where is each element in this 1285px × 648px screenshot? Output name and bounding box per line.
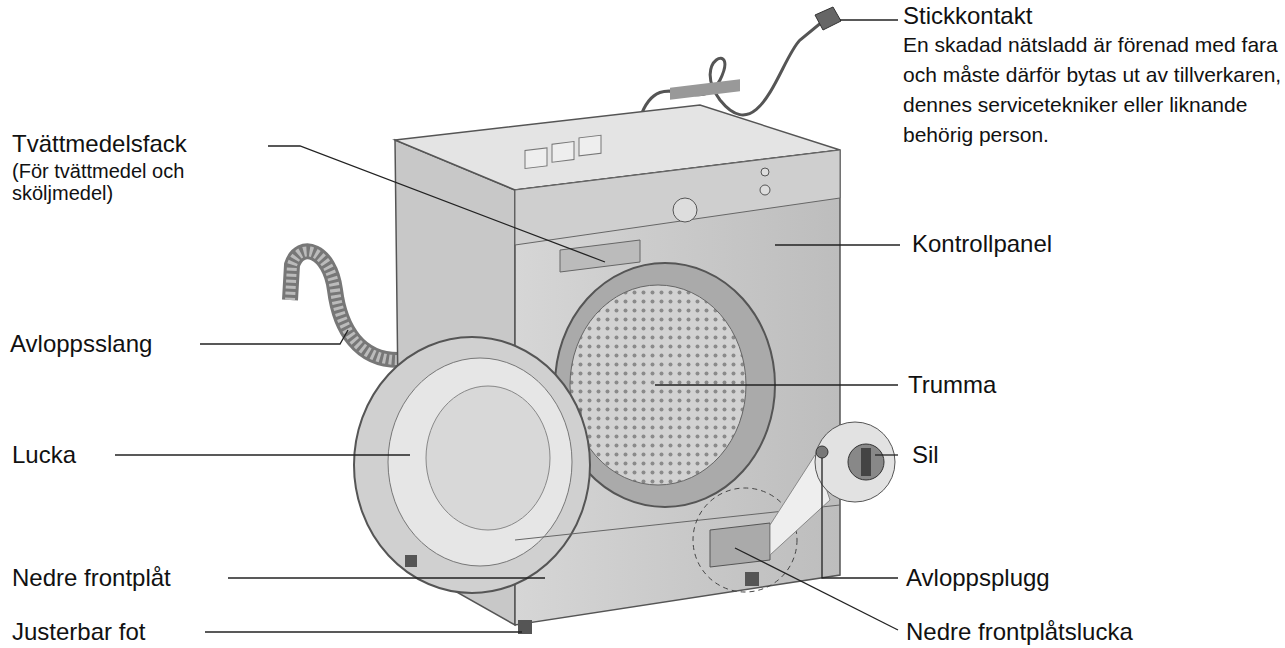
part-note: (För tvättmedel och sköljmedel)	[12, 160, 267, 204]
part-label: Trumma	[908, 371, 996, 399]
part-label: Avloppsplugg	[906, 564, 1050, 592]
part-label: Avloppsslang	[10, 330, 152, 358]
part-label: Nedre frontplåt	[12, 564, 171, 592]
part-label: Lucka	[12, 441, 76, 469]
warning-note: En skadad nätsladd är förenad med fara o…	[903, 30, 1285, 150]
part-label: Tvättmedelsfack	[12, 130, 187, 158]
part-label: Kontrollpanel	[912, 230, 1052, 258]
part-label: Sil	[912, 441, 939, 469]
part-label: Stickkontakt	[903, 2, 1032, 30]
part-label: Nedre frontplåtslucka	[906, 618, 1133, 646]
part-label: Justerbar fot	[12, 618, 145, 646]
